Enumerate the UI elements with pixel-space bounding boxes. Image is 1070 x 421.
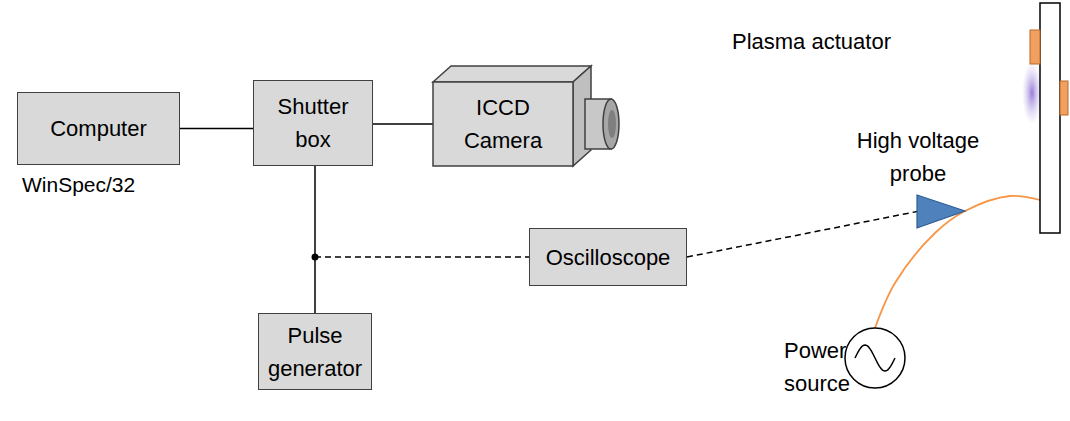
covered-electrode	[1060, 81, 1068, 115]
source-figure	[780, 325, 910, 410]
junction-dot	[312, 254, 319, 261]
camera-front	[433, 82, 573, 166]
node-label: Computer	[50, 112, 147, 145]
plate-node: Plasma actuator	[725, 5, 1070, 235]
node-label: Oscilloscope	[546, 241, 671, 274]
text-area: Oscilloscope	[530, 229, 686, 285]
plasma-glow	[1022, 61, 1042, 125]
source-node: Power source	[780, 325, 910, 410]
connector	[314, 166, 316, 313]
process-box: Oscilloscope	[529, 228, 687, 286]
node-label: High voltage probe	[842, 124, 994, 190]
connector	[373, 123, 433, 125]
sine-symbol	[855, 345, 895, 371]
text-area: Power source	[780, 327, 856, 407]
text-area: Computer	[18, 93, 179, 164]
node-label: Shutter box	[258, 90, 368, 156]
camera-node: ICCD Camera	[433, 62, 625, 168]
software-label: WinSpec/32	[22, 172, 135, 198]
hv-wire	[875, 196, 1040, 328]
camera-top	[433, 66, 591, 82]
text-area: Shutter box	[254, 81, 372, 165]
text-area: Pulse generator	[259, 314, 371, 389]
process-box: Pulse generator	[258, 313, 372, 390]
probe-node: High voltage probe	[838, 122, 998, 232]
probe-symbol	[917, 195, 965, 228]
trigger-tap-line	[315, 256, 529, 258]
node-label: ICCD Camera	[437, 91, 569, 157]
dielectric-plate	[1040, 3, 1060, 233]
node-label: Plasma actuator	[732, 25, 891, 58]
lens-face	[603, 99, 619, 149]
connector	[687, 212, 917, 258]
node-label: Pulse generator	[263, 319, 367, 385]
text-area: ICCD Camera	[433, 82, 573, 166]
lens-glass	[608, 110, 616, 138]
ac-source-circle	[845, 328, 905, 388]
process-box: Computer	[17, 92, 180, 165]
exposed-electrode	[1030, 30, 1040, 64]
process-box: Shutter box	[253, 80, 373, 166]
text-area: High voltage probe	[838, 122, 998, 192]
connector	[180, 128, 253, 130]
node-label: Power source	[784, 334, 852, 400]
text-area: Plasma actuator	[728, 21, 918, 61]
